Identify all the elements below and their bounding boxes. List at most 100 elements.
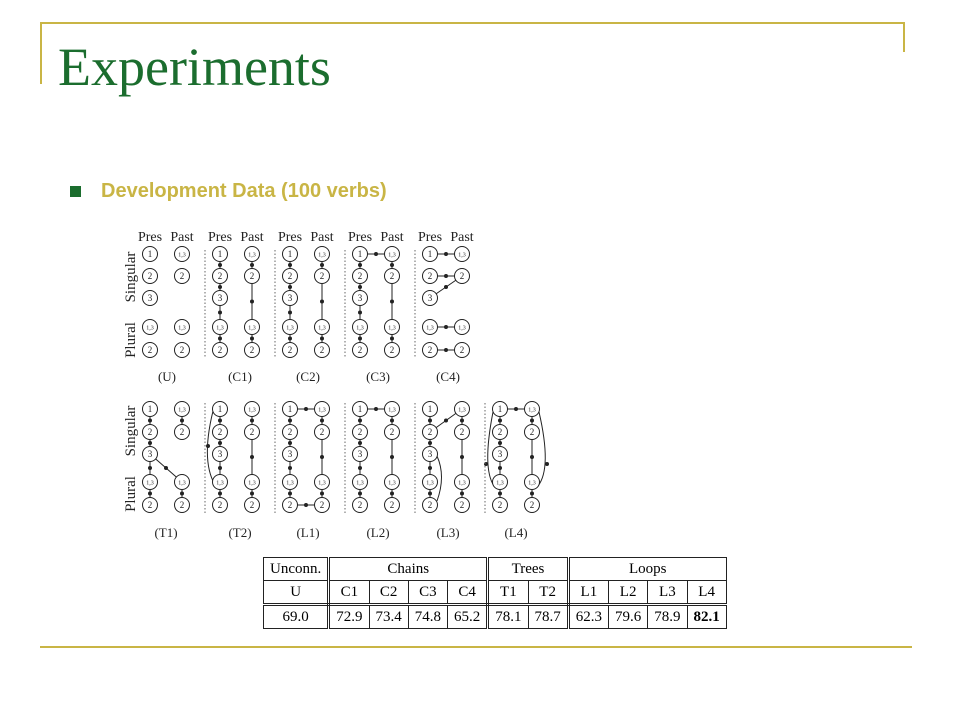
bullet-item: Development Data (100 verbs)	[70, 180, 387, 203]
l4-arc-right-factor	[545, 462, 549, 466]
l1-past-sg2-node-label: 2	[320, 427, 325, 437]
c1-e7-factor	[250, 336, 254, 341]
t2-pres-pl13-node	[212, 474, 228, 490]
c2-past-sg13-node	[314, 246, 330, 262]
u-pres-pl2-node-label: 2	[148, 345, 153, 355]
l4-arc-left	[487, 411, 495, 487]
c1-past-sg2-node-label: 2	[250, 271, 255, 281]
t2-past-sg13-node	[244, 401, 260, 417]
c4-past-pl2-node	[454, 342, 470, 358]
l2-pres-sg2-node	[352, 424, 368, 440]
c1-past-pl13-node	[244, 319, 260, 335]
c2-e6-factor	[320, 299, 324, 304]
c3-pres-sg1-node	[352, 246, 368, 262]
l1-past-sg2-node	[314, 424, 330, 440]
header-past-3: Past	[310, 230, 333, 245]
l4-pres-sg3-node-label: 3	[498, 449, 503, 459]
c3-past-pl2-node	[384, 342, 400, 358]
table-cell: 78.7	[528, 604, 570, 629]
c2-pres-sg3-node	[282, 290, 298, 306]
l3-e1-factor	[428, 418, 432, 423]
row-label-plural-top: Plural	[123, 322, 139, 358]
t1-e3-factor	[148, 466, 152, 470]
c1-pres-sg1-node-label: 1	[218, 249, 223, 259]
c2-past-pl13-node-label: 1,3	[318, 326, 326, 332]
l1-e7-factor	[320, 491, 324, 496]
table-group-header: Trees	[487, 557, 570, 581]
c3-pres-pl2-node-label: 2	[358, 345, 363, 355]
t1-pres-sg3-node	[142, 446, 158, 462]
l3-past-pl2-node	[454, 497, 470, 513]
l4-past-pl13-node-label: 1,3	[528, 481, 536, 487]
table-cell: 73.4	[369, 604, 409, 629]
c3-pres-sg3-node	[352, 290, 368, 306]
l2-pres-pl2-node-label: 2	[358, 500, 363, 510]
t2-past-pl2-node	[244, 497, 260, 513]
t2-pres-sg3-node-label: 3	[218, 449, 223, 459]
c3-e7-factor	[390, 336, 394, 341]
t1-pres-sg2-node	[142, 424, 158, 440]
t2-pres-pl2-node-label: 2	[218, 500, 223, 510]
l1-e8-factor	[304, 407, 308, 411]
t1-past-sg13-node-label: 1,3	[178, 408, 186, 414]
t1-e4-factor	[148, 491, 152, 496]
l3-pres-pl13-node	[422, 474, 438, 490]
l2-e7-factor	[390, 491, 394, 496]
c2-pres-pl13-node-label: 1,3	[286, 326, 294, 332]
c1-e4-factor	[218, 336, 222, 341]
u-past-pl13-node	[174, 319, 190, 335]
c1-pres-sg3-node-label: 3	[218, 293, 223, 303]
l3-past-sg13-node-label: 1,3	[458, 408, 466, 414]
l4-pres-sg1-node-label: 1	[498, 404, 503, 414]
t1-e1-factor	[148, 418, 152, 423]
t1-e7-factor	[180, 491, 184, 496]
t1-past-pl13-node	[174, 474, 190, 490]
c1-e1-factor	[218, 263, 222, 267]
table-column-header: C1	[328, 580, 370, 606]
c2-pres-pl13-node	[282, 319, 298, 335]
l3-e8-factor	[444, 418, 448, 423]
l3-e2-factor	[428, 441, 432, 445]
c3-e6-factor	[390, 299, 394, 304]
c4-past-pl13-node-label: 1,3	[458, 326, 466, 332]
t1-pres-pl2-node	[142, 497, 158, 513]
l1-pres-pl2-node-label: 2	[288, 500, 293, 510]
l2-pres-sg2-node-label: 2	[358, 427, 363, 437]
table-column-header: L2	[608, 580, 649, 606]
l3-e7-factor	[460, 491, 464, 496]
t1-pres-sg1-node	[142, 401, 158, 417]
table-cell: 78.1	[487, 604, 529, 629]
u-past-sg2-node	[174, 268, 190, 284]
l2-past-sg13-node-label: 1,3	[388, 408, 396, 414]
c4-e5-factor	[444, 348, 448, 352]
c2-past-sg2-node	[314, 268, 330, 284]
c1-e3-factor	[218, 310, 222, 315]
l2-pres-pl13-node	[352, 474, 368, 490]
l2-pres-pl13-node-label: 1,3	[356, 481, 364, 487]
l1-pres-sg3-node-label: 3	[288, 449, 293, 459]
t2-pres-sg1-node	[212, 401, 228, 417]
t2-e6-factor	[250, 455, 254, 459]
table-cell: 74.8	[408, 604, 449, 629]
t2-past-sg2-node-label: 2	[250, 427, 255, 437]
bottom-panel-caption-5: (L3)	[436, 525, 459, 540]
left-rule	[40, 22, 42, 84]
c3-e4-factor	[358, 336, 362, 341]
bottom-panel-caption-2: (T2)	[228, 525, 251, 540]
c2-pres-pl2-node	[282, 342, 298, 358]
t1-past-sg13-node	[174, 401, 190, 417]
c1-pres-sg2-node-label: 2	[218, 271, 223, 281]
c3-past-pl13-node	[384, 319, 400, 335]
u-past-sg13-node	[174, 246, 190, 262]
table-cell: 65.2	[447, 604, 490, 629]
l2-past-sg2-node	[384, 424, 400, 440]
l1-e3-factor	[288, 466, 292, 470]
bottom-panel-caption-3: (L1)	[296, 525, 319, 540]
table-cell: 79.6	[608, 604, 649, 629]
c4-pres-sg2-node-label: 2	[428, 271, 433, 281]
l1-pres-pl2-node	[282, 497, 298, 513]
l1-e9-factor	[304, 503, 308, 507]
c2-past-pl13-node	[314, 319, 330, 335]
c4-pres-pl2-node-label: 2	[428, 345, 433, 355]
